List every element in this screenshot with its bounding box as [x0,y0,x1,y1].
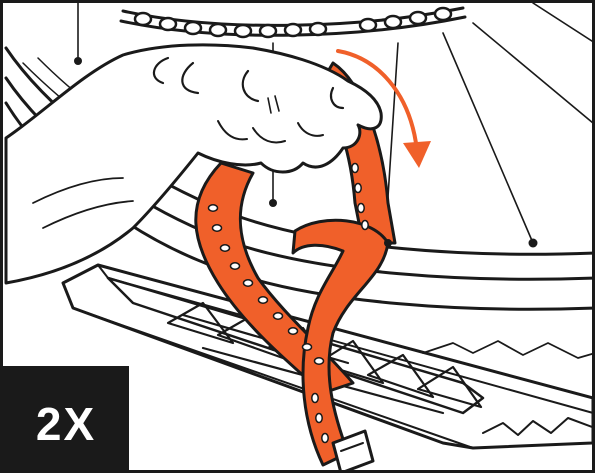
count-label: 2X [36,397,96,451]
count-badge: 2X [3,366,129,473]
bike-chain-icon [121,8,465,37]
